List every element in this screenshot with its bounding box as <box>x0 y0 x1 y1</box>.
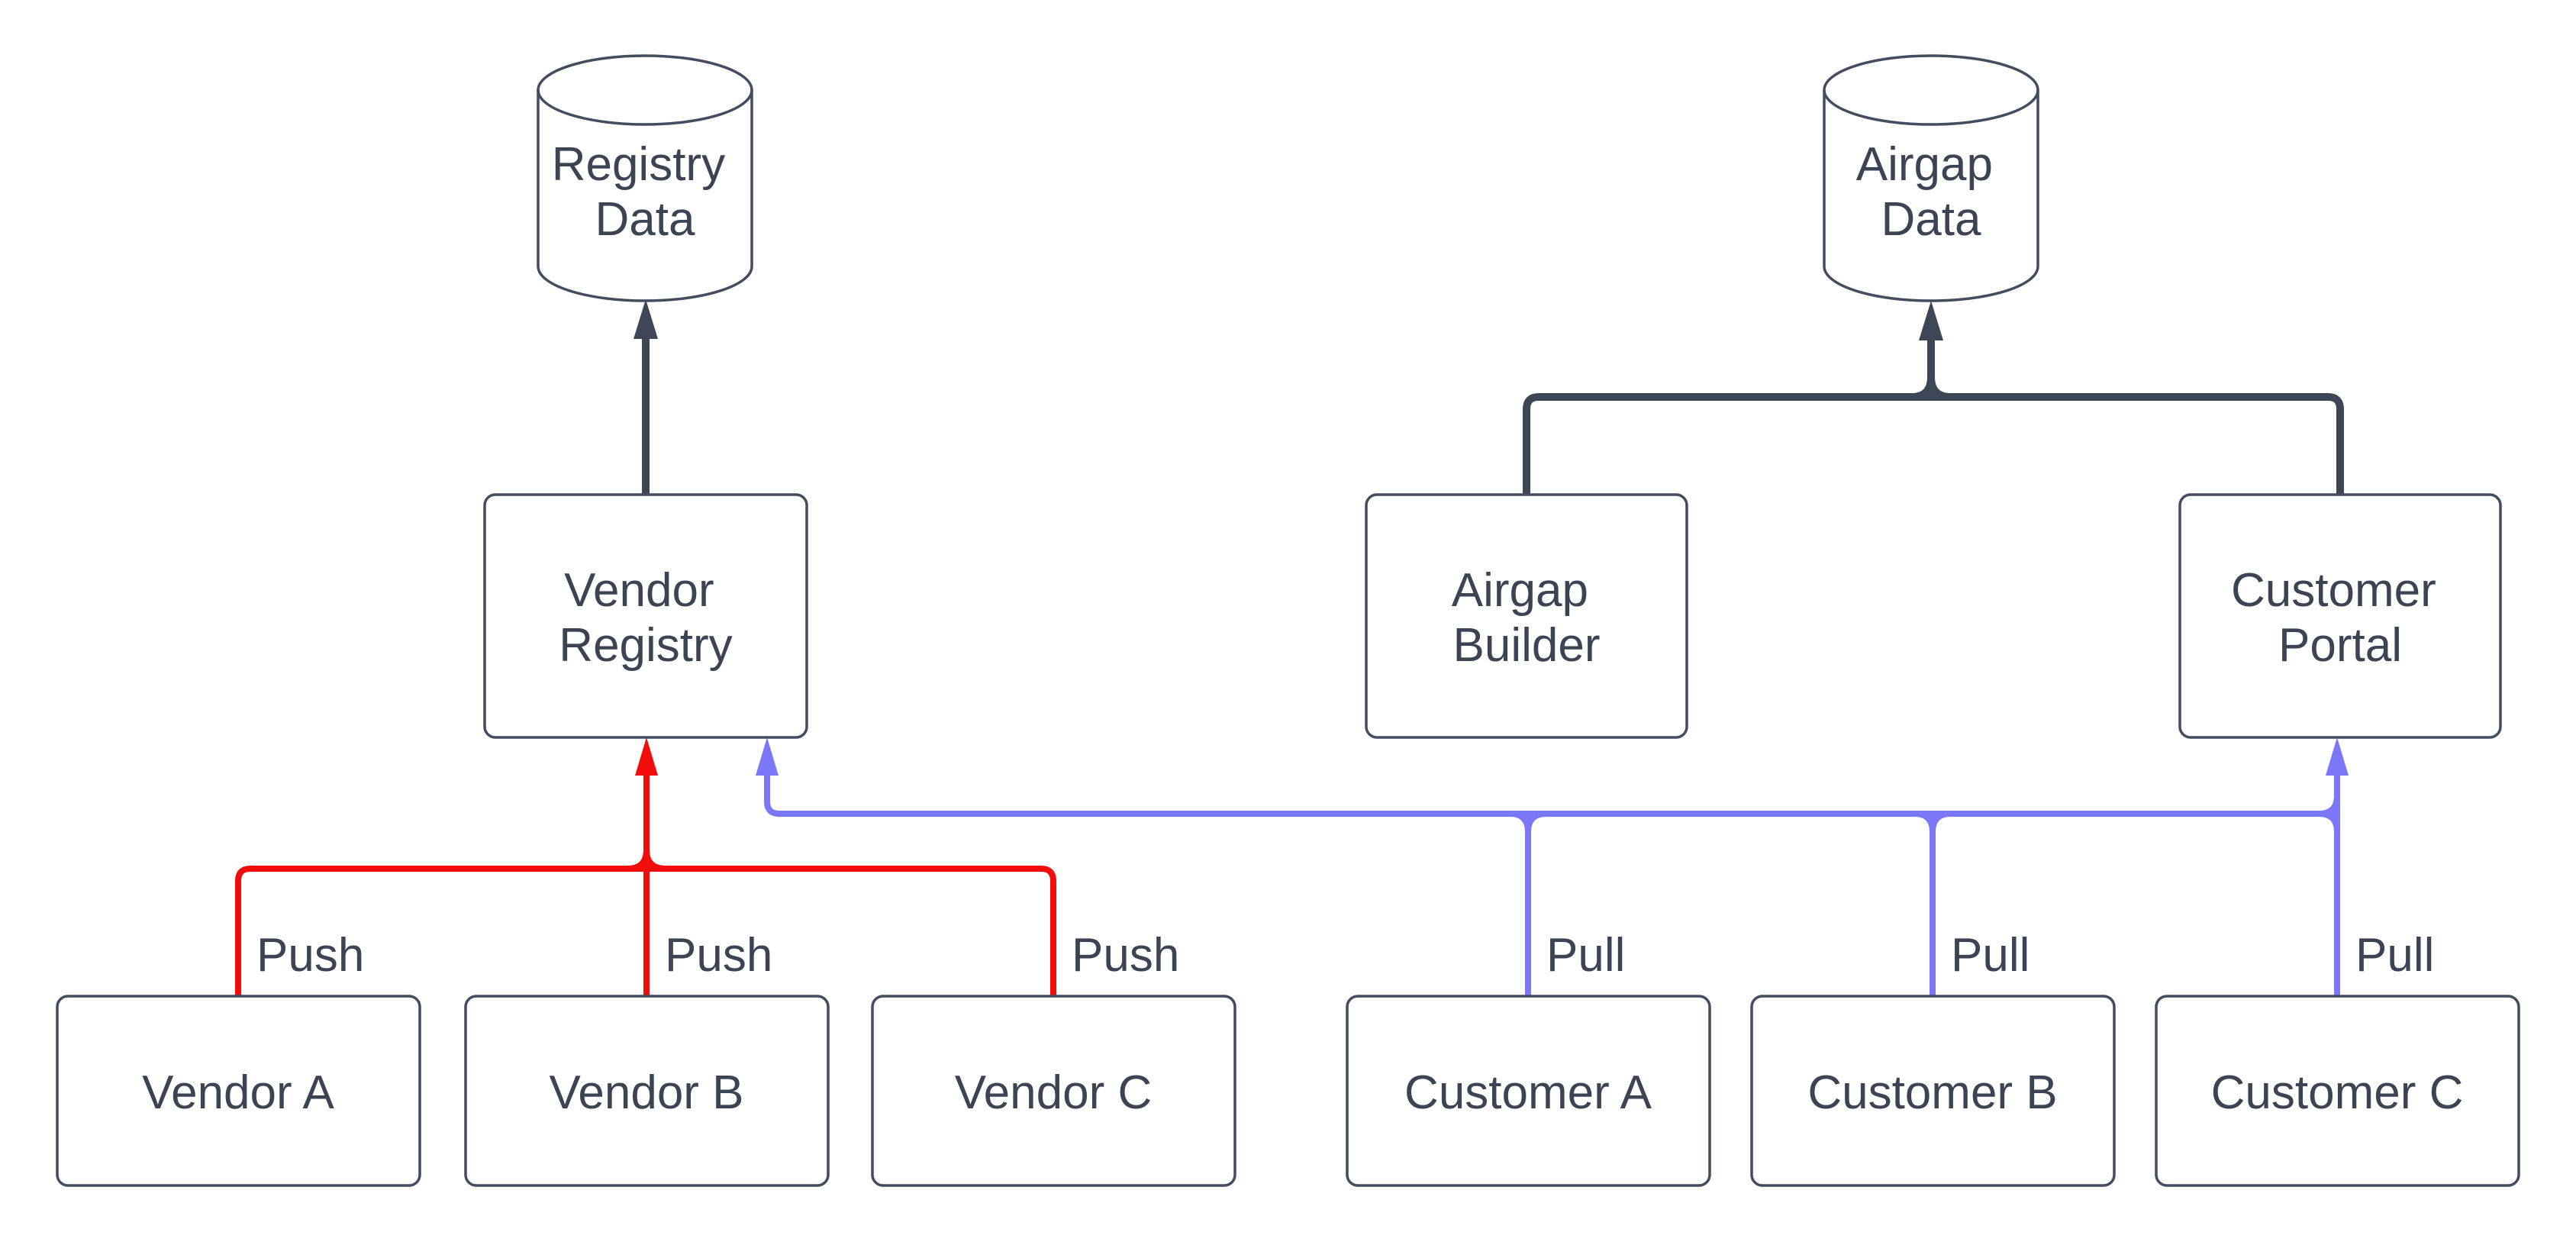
edge-label-pull-3: Pull <box>2355 929 2434 982</box>
datastore-label: Airgap Data <box>1856 138 2006 246</box>
service-label: Airgap Builder <box>1452 564 1601 672</box>
pull-edges <box>756 737 2349 996</box>
vendor-label: Vendor A <box>142 1066 334 1119</box>
datastore-registry-data <box>537 54 753 302</box>
vendor-label: Vendor C <box>955 1066 1153 1119</box>
cylinder-shape <box>1823 54 2039 302</box>
node-customer-a <box>1346 995 1711 1187</box>
junction-fillet <box>2318 795 2340 833</box>
arrowhead-push-vendor-registry <box>635 737 658 776</box>
edge-labels: Push Push Push Pull Pull Pull <box>256 929 2434 982</box>
junction-fillet <box>1913 811 1952 833</box>
edge-label-push-3: Push <box>1072 929 1179 982</box>
node-customer-c <box>2155 995 2520 1187</box>
data-flow-edges <box>634 299 2344 495</box>
edge-label-pull-1: Pull <box>1546 929 1625 982</box>
edge-airgap-builder-portal-trunk <box>1523 393 2344 495</box>
labels: Registry Data Airgap Data Vendor Registr… <box>142 138 2463 1119</box>
edge-label-pull-2: Pull <box>1951 929 2030 982</box>
node-customer-b <box>1750 995 2116 1187</box>
customer-label: Customer C <box>2211 1066 2464 1119</box>
arrowhead-airgap-data <box>1919 301 1943 340</box>
cylinder-rim <box>1823 89 2039 126</box>
datastore-label: Registry Data <box>552 138 739 246</box>
node-vendor-c <box>871 995 1236 1187</box>
cylinder-shape <box>537 54 753 302</box>
customer-label: Customer B <box>1807 1066 2057 1119</box>
arrowhead-registry-data <box>634 299 658 339</box>
nodes <box>56 54 2520 1187</box>
cylinder-rim <box>537 89 753 126</box>
vendor-label: Vendor B <box>549 1066 743 1119</box>
node-customer-portal <box>2178 493 2502 739</box>
pull-trunk <box>764 773 2337 817</box>
arrowhead-pull-vendor-registry <box>756 737 779 776</box>
customer-label: Customer A <box>1404 1066 1652 1119</box>
node-vendor-a <box>56 995 421 1187</box>
junction-fillet <box>1509 811 1547 833</box>
arrowhead-pull-customer-portal <box>2326 737 2349 776</box>
push-edges <box>235 737 1056 996</box>
edge-label-push-2: Push <box>665 929 772 982</box>
junction-fillet <box>1910 376 1952 401</box>
node-vendor-registry <box>483 493 808 739</box>
node-vendor-b <box>464 995 830 1187</box>
junction-fillet <box>627 849 666 872</box>
edge-label-push-1: Push <box>256 929 364 982</box>
service-label: Customer Portal <box>2231 564 2449 672</box>
service-label: Vendor Registry <box>559 564 732 672</box>
node-airgap-builder <box>1365 493 1688 739</box>
datastore-airgap-data <box>1823 54 2039 302</box>
